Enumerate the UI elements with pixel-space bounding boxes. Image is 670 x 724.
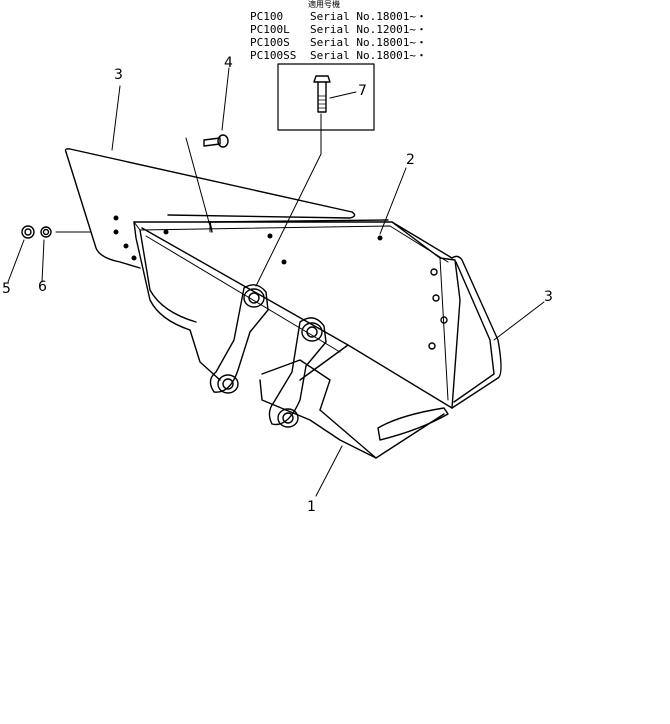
callout-7: 7	[358, 83, 367, 99]
serial-range: Serial No.18001~・	[310, 49, 427, 62]
leader-7	[329, 91, 357, 99]
bolt-part-4	[203, 134, 229, 148]
model-name: PC100S	[250, 36, 290, 49]
callout-4: 4	[224, 55, 233, 71]
applicability-table: 適用号機 PC100 Serial No.18001~・ PC100L Seri…	[250, 0, 427, 62]
callout-6: 6	[38, 279, 47, 295]
applicability-row: PC100S Serial No.18001~・	[250, 36, 427, 49]
nut-part-5	[21, 225, 35, 239]
bolt-part-7	[313, 75, 331, 113]
leader-3-left	[111, 85, 121, 151]
leader-4-callout	[221, 67, 230, 131]
serial-range: Serial No.18001~・	[310, 10, 427, 23]
washer-part-6	[40, 226, 52, 238]
applicability-row: PC100L Serial No.12001~・	[250, 23, 427, 36]
side-plate-left	[64, 148, 356, 269]
callout-5: 5	[2, 281, 11, 297]
callout-2: 2	[406, 152, 415, 168]
model-name: PC100SS	[250, 49, 297, 62]
leader-2	[379, 167, 407, 235]
bracket-left	[209, 284, 269, 394]
leader-5	[7, 239, 25, 283]
bracket-right	[268, 317, 327, 428]
serial-range: Serial No.12001~・	[310, 23, 427, 36]
top-reinforcement	[207, 219, 389, 233]
model-name: PC100	[250, 10, 284, 23]
side-plate-right	[451, 255, 502, 409]
leader-6	[41, 239, 45, 283]
leader-7-down	[255, 113, 322, 287]
leader-3-right	[493, 301, 545, 341]
model-name: PC100L	[250, 23, 290, 36]
leader-4	[185, 137, 211, 233]
callout-3-right: 3	[544, 289, 553, 305]
applicability-row: PC100 Serial No.18001~・	[250, 10, 427, 23]
applicability-heading: 適用号機	[308, 0, 340, 9]
callout-1: 1	[307, 499, 316, 515]
callout-3-left: 3	[114, 67, 123, 83]
detail-box-part-7	[277, 63, 375, 131]
leader-1	[315, 445, 343, 497]
applicability-row: PC100SS Serial No.18001~・	[250, 49, 427, 62]
serial-range: Serial No.18001~・	[310, 36, 427, 49]
